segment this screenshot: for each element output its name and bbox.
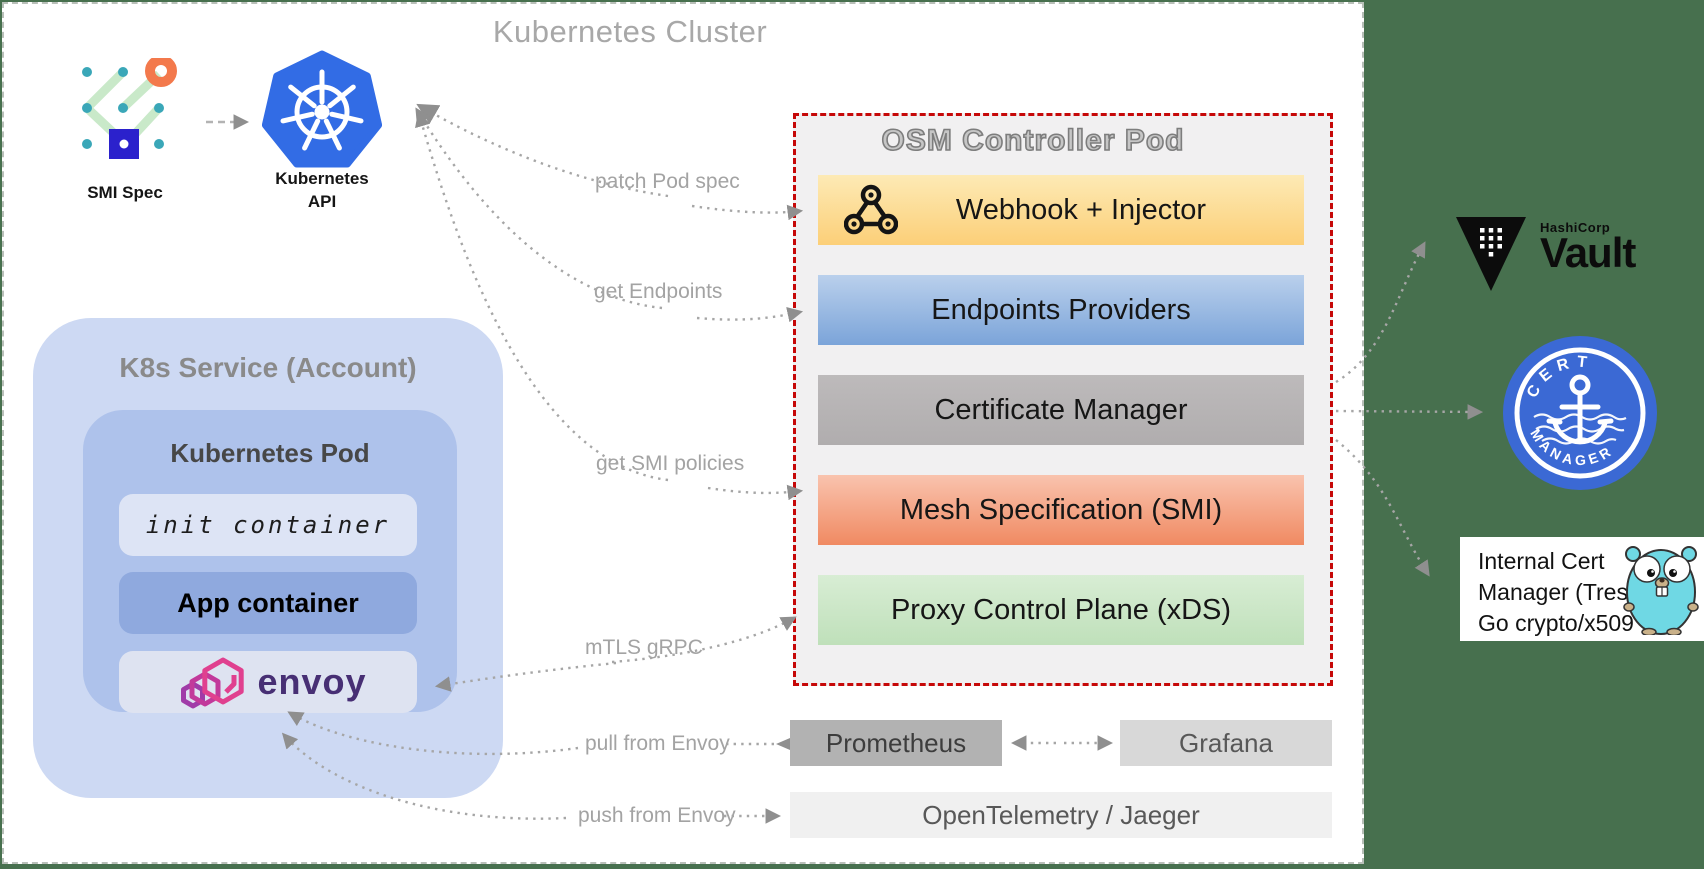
k8s-service-title: K8s Service (Account) — [119, 352, 417, 383]
go-gopher-icon — [1623, 546, 1699, 635]
grafana-box: Grafana — [1120, 720, 1332, 766]
vault-logo-icon — [1456, 217, 1526, 291]
smi-spec-label: SMI Spec — [87, 183, 163, 202]
osm-row-webhook-injector: Webhook + Injector — [818, 175, 1304, 245]
osm-controller-pod-title: OSM Controller Pod — [881, 123, 1185, 158]
osm-row-proxy-control-plane: Proxy Control Plane (xDS) — [818, 575, 1304, 645]
app-container-box: App container — [119, 572, 417, 634]
edge-label-mtls-grpc: mTLS gRPC — [585, 636, 703, 659]
osm-row-certificate-manager: Certificate Manager — [818, 375, 1304, 445]
osm-row-label: Endpoints Providers — [931, 293, 1191, 326]
app-container-label: App container — [177, 587, 359, 618]
osm-row-label: Proxy Control Plane (xDS) — [890, 593, 1232, 626]
edge-label-pull-from-envoy: pull from Envoy — [585, 732, 730, 755]
internal-cert-manager-label: Internal Cert Manager (Tresor) Go crypto… — [1478, 548, 1657, 636]
osm-row-label: Webhook + Injector — [955, 193, 1207, 226]
envoy-container-box: envoy — [119, 651, 417, 713]
smi-spec-icon — [82, 58, 177, 159]
edge-label-patch-pod-spec: patch Pod spec — [595, 170, 740, 193]
envoy-logo-icon — [181, 657, 245, 709]
osm-row-label: Mesh Specification (SMI) — [899, 493, 1223, 526]
kubernetes-api-label: Kubernetes API — [275, 169, 369, 211]
edge-label-get-endpoints: get Endpoints — [594, 280, 723, 303]
prometheus-box: Prometheus — [790, 720, 1002, 766]
opentelemetry-jaeger-box: OpenTelemetry / Jaeger — [790, 792, 1332, 838]
osm-row-mesh-specification: Mesh Specification (SMI) — [818, 475, 1304, 545]
kubernetes-logo-icon — [262, 50, 382, 168]
cluster-title: Kubernetes Cluster — [492, 14, 768, 49]
init-container-box: init container — [119, 494, 417, 556]
webhook-icon — [844, 184, 898, 235]
kubernetes-pod-title: Kubernetes Pod — [170, 438, 370, 468]
cert-manager-logo-icon: CERT MANAGER — [1503, 336, 1657, 490]
envoy-label: envoy — [257, 661, 367, 702]
init-container-label: init container — [145, 511, 391, 539]
vault-wordmark: HashiCorp Vault — [1540, 220, 1636, 276]
edge-label-push-from-envoy: push from Envoy — [578, 804, 736, 827]
osm-row-label: Certificate Manager — [934, 393, 1188, 426]
edge-label-get-smi-policies: get SMI policies — [596, 452, 745, 475]
osm-row-endpoints-providers: Endpoints Providers — [818, 275, 1304, 345]
